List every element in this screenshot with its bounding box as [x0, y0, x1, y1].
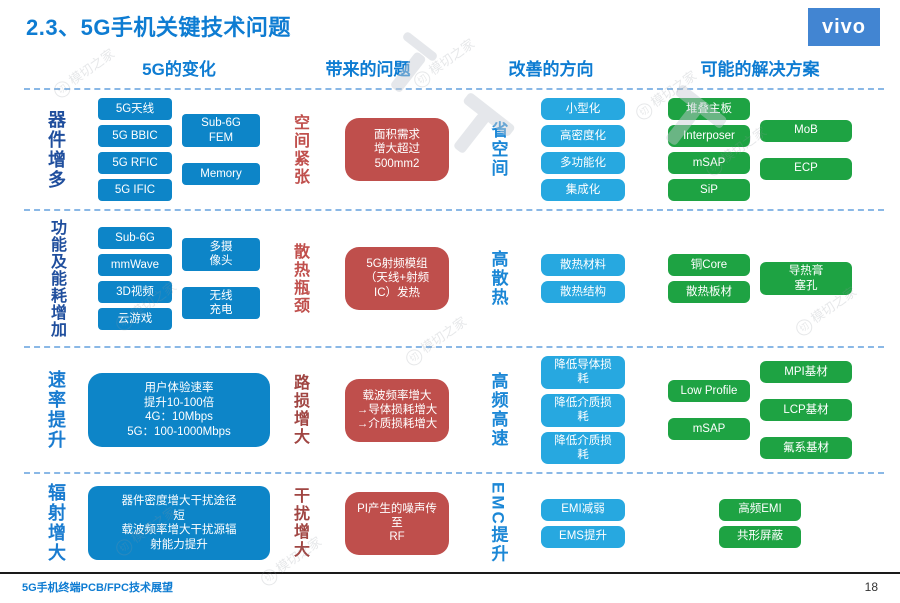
problem-box: 面积需求 增大超过 500mm2 [345, 117, 449, 182]
solutions-cell: 铜Core 散热板材 导热膏 塞孔 [636, 219, 884, 338]
vivo-logo: vivo [808, 8, 880, 46]
solution-box: Interposer [668, 125, 750, 147]
solution-box: LCP基材 [760, 399, 852, 422]
direction-label: 高散热 [488, 250, 508, 307]
change-box: 5G BBIC [98, 125, 172, 147]
problem-box: 5G射频模组 （天线+射频 IC）发热 [345, 246, 449, 311]
solution-box: MoB [760, 119, 852, 142]
solutions-cell: 堆叠主板 Interposer mSAP SiP MoB ECP [636, 98, 884, 201]
change-box: 无线 充电 [182, 286, 260, 320]
direction-box: 降低介质损 耗 [541, 393, 625, 427]
change-box: 多摄 像头 [182, 237, 260, 271]
direction-box: 散热材料 [541, 254, 625, 276]
change-box: 3D视频 [98, 281, 172, 303]
change-box: Memory [182, 162, 260, 185]
direction-box: EMI减弱 [541, 498, 625, 521]
page-number: 18 [864, 580, 878, 595]
direction-label: EMC提升 [488, 482, 508, 565]
change-box: 器件密度增大干扰途径 短 载波频率增大干扰源辐 射能力提升 [88, 486, 270, 560]
solution-box: mSAP [668, 152, 750, 174]
slide-footer: 5G手机终端PCB/FPC技术展望 18 [0, 572, 900, 603]
direction-label: 高频高速 [488, 372, 508, 449]
direction-box: 散热结构 [541, 281, 625, 303]
direction-label: 省空间 [488, 121, 508, 178]
solutions-cell: Low Profile mSAP MPI基材 LCP基材氟系基材 [636, 356, 884, 464]
page-title: 2.3、5G手机关键技术问题 [26, 15, 291, 40]
change-box: 5G IFIC [98, 179, 172, 201]
table-row: 辐射增大 器件密度增大干扰途径 短 载波频率增大干扰源辐 射能力提升 干扰增大 … [24, 474, 884, 572]
solution-box: MPI基材 [760, 361, 852, 384]
table-row: 速率提升 用户体验速率 提升10-100倍 4G：10Mbps 5G：100-1… [24, 348, 884, 475]
direction-box: 多功能化 [541, 152, 625, 174]
solution-box: 堆叠主板 [668, 98, 750, 120]
table-row: 功能及能耗增加 Sub-6G mmWave 3D视频云游戏 多摄 像头无线 充电 散… [24, 211, 884, 348]
col-header-changes: 5G的变化 [142, 59, 216, 79]
direction-box: 高密度化 [541, 125, 625, 147]
col-header-directions: 改善的方向 [508, 59, 594, 79]
solution-box: 铜Core [668, 254, 750, 276]
solution-box: SiP [668, 179, 750, 201]
change-box: 5G RFIC [98, 152, 172, 174]
change-box: Sub-6G FEM [182, 114, 260, 147]
solution-box: Low Profile [668, 380, 750, 403]
col-header-solutions: 可能的解决方案 [700, 59, 820, 79]
row-label: 功能及能耗增加 [48, 219, 65, 338]
change-box: mmWave [98, 254, 172, 276]
solution-box: 共形屏蔽 [719, 525, 801, 548]
solution-box: 高频EMI [719, 498, 801, 521]
footer-title: 5G手机终端PCB/FPC技术展望 [22, 582, 173, 595]
row-label: 器件增多 [46, 109, 66, 190]
change-box: Sub-6G [98, 227, 172, 249]
problem-label: 干扰增大 [291, 487, 308, 560]
changes-cell: Sub-6G mmWave 3D视频云游戏 多摄 像头无线 充电 [88, 219, 270, 338]
changes-cell: 5G天线 5G BBIC 5G RFIC 5G IFIC Sub-6G FEM Memo… [88, 98, 270, 201]
solution-box: ECP [760, 157, 852, 180]
column-header-row: 5G的变化 带来的问题 改善的方向 可能的解决方案 [24, 46, 884, 90]
slide-header: 2.3、5G手机关键技术问题 vivo [0, 0, 900, 46]
solution-box: 氟系基材 [760, 437, 852, 460]
problem-label: 路损增大 [291, 374, 308, 447]
matrix-table: 5G的变化 带来的问题 改善的方向 可能的解决方案 器件增多 5G天线 5G BB… [24, 46, 884, 572]
direction-box: 集成化 [541, 179, 625, 201]
solution-box: 导热膏 塞孔 [760, 262, 852, 295]
change-box: 5G天线 [98, 98, 172, 120]
row-label: 辐射增大 [46, 483, 66, 564]
direction-box: 降低介质损 耗 [541, 431, 625, 465]
problem-label: 散热瓶颈 [291, 242, 308, 315]
direction-box: EMS提升 [541, 525, 625, 548]
solution-box: mSAP [668, 418, 750, 441]
problem-box: 载波频率增大 →导体损耗增大 →介质损耗增大 [345, 378, 449, 442]
direction-box: 降低导体损 耗 [541, 356, 625, 389]
solution-box: 散热板材 [668, 281, 750, 303]
change-box: 云游戏 [98, 308, 172, 330]
change-box: 用户体验速率 提升10-100倍 4G：10Mbps 5G：100-1000Mb… [88, 373, 270, 447]
col-header-problems: 带来的问题 [325, 59, 411, 79]
direction-box: 小型化 [541, 98, 625, 120]
problem-box: PI产生的噪声传至 RF [345, 491, 449, 555]
table-row: 器件增多 5G天线 5G BBIC 5G RFIC 5G IFIC Sub-6G FE… [24, 90, 884, 211]
row-label: 速率提升 [46, 370, 66, 451]
solutions-cell: 高频EMI 共形屏蔽 [636, 482, 884, 564]
problem-label: 空间紧张 [291, 113, 308, 186]
